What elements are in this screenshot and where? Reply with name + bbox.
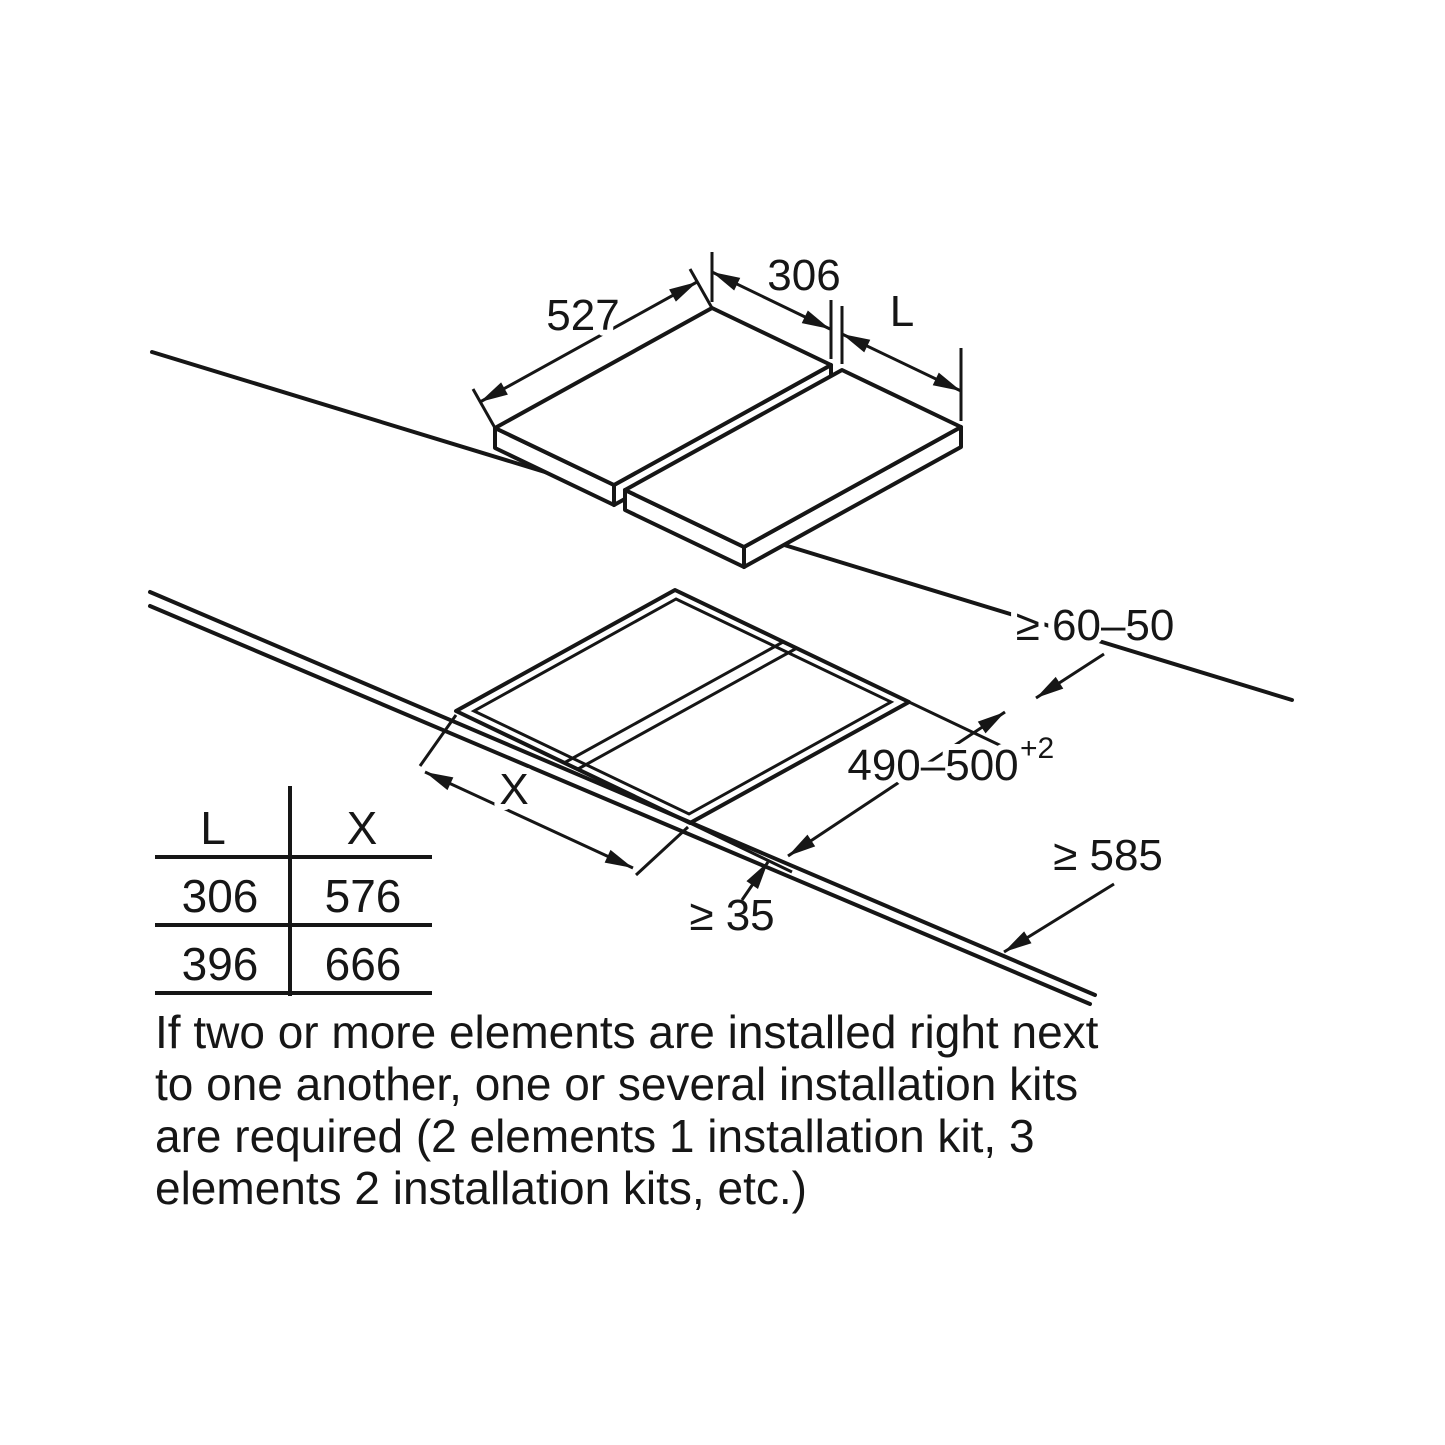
width-dim-line (711, 270, 831, 331)
front-clearance-label: ≥ 35 (689, 891, 774, 940)
worktop-depth-label: ≥ 585 (1053, 831, 1163, 880)
cutout-divider-line-1 (563, 640, 784, 765)
cutout-width-label: X (499, 765, 528, 814)
installation-note: If two or more elements are installed ri… (155, 1006, 1098, 1214)
rear-clearance-arrow (1035, 652, 1105, 700)
depth-dim-line (479, 280, 698, 404)
table-row2-x: 666 (325, 938, 402, 990)
hob-element-right (623, 368, 963, 569)
cutout-width-dim-line (424, 770, 634, 870)
cutout-width-ext-right (634, 825, 690, 877)
note-line-2: to one another, one or several installat… (155, 1058, 1079, 1110)
worktop-depth-arrow (1003, 882, 1115, 954)
note-line-4: elements 2 installation kits, etc.) (155, 1162, 807, 1214)
table-row2-l: 396 (182, 938, 259, 990)
cutout-depth-tolerance: +2 (1020, 732, 1054, 765)
depth-ext-line-back (688, 268, 714, 309)
hob-elements (493, 306, 963, 569)
note-line-1: If two or more elements are installed ri… (155, 1006, 1099, 1058)
cutout-divider-line-2 (577, 646, 798, 771)
table-header-x: X (347, 802, 378, 854)
lx-table: L X 306 576 396 666 (155, 786, 432, 996)
table-row1-l: 306 (182, 870, 259, 922)
l-width-label: L (890, 287, 914, 336)
cutout-width-ext-left (418, 714, 458, 767)
depth-ext-line-front (471, 388, 497, 429)
note-line-3: are required (2 elements 1 installation … (155, 1110, 1035, 1162)
worktop-cutout (454, 588, 1013, 874)
front-clearance-arrow (740, 861, 770, 901)
cutout-inner-outline (470, 597, 895, 816)
table-row1-x: 576 (325, 870, 402, 922)
l-dim-line (841, 332, 962, 393)
table-header-l: L (200, 802, 226, 854)
depth-label: 527 (546, 291, 619, 340)
hob-dimensions: 527 306 L (471, 245, 963, 429)
rear-clearance-label: ≥ 60–50 (1016, 601, 1175, 650)
hob-right-top-face (623, 368, 963, 549)
cutout-dimensions: ≥ 60–50 490–500 +2 ≥ 585 ≥ 35 X (418, 595, 1180, 954)
cutout-depth-dim-line (787, 710, 1006, 858)
cutout-depth-label: 490–500 (847, 741, 1018, 790)
element-width-label: 306 (767, 251, 840, 300)
